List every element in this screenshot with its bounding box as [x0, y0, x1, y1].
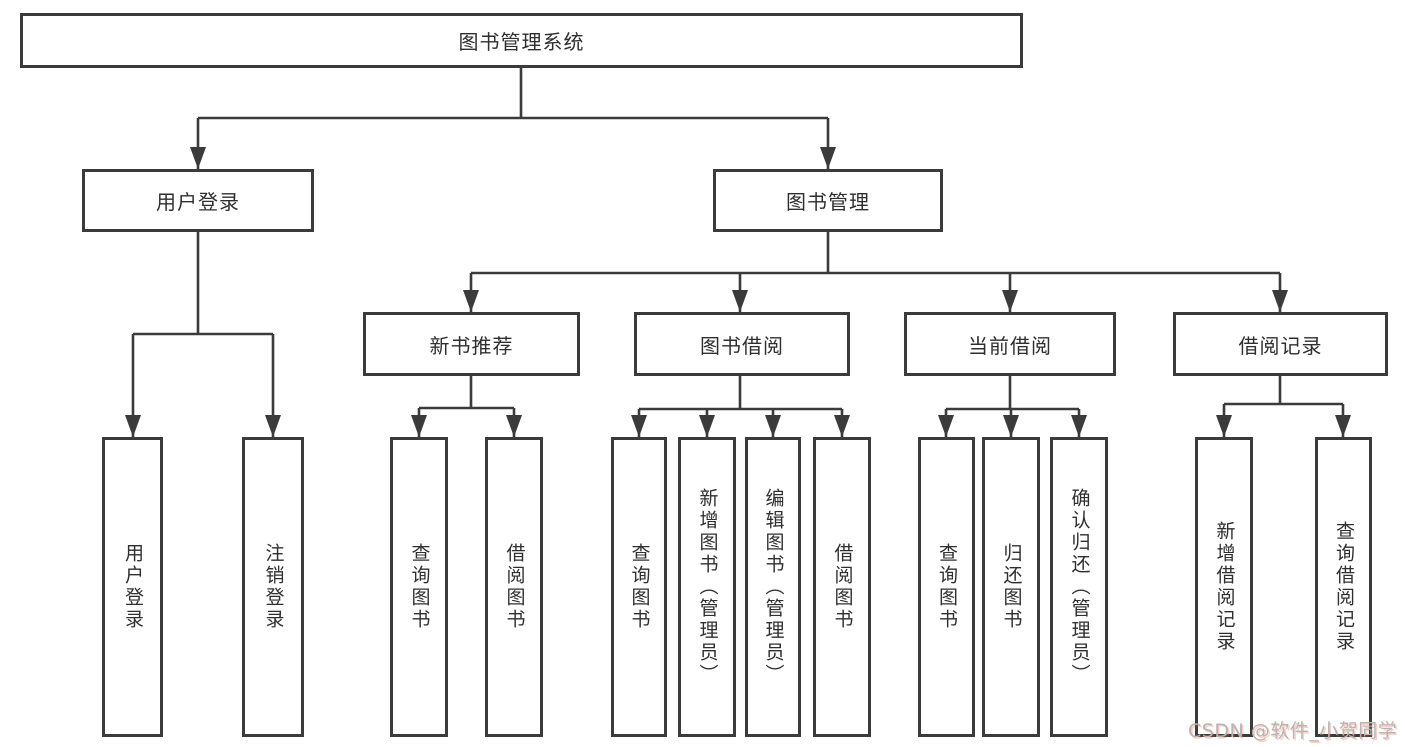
leaf-user-login: 用户登录 [102, 437, 163, 737]
leaf-logout: 注销登录 [242, 437, 304, 737]
node-book-borrowing: 图书借阅 [634, 312, 850, 376]
leaf-borrow-book: 借阅图书 [813, 437, 871, 737]
leaf-add-borrow-record: 新增借阅记录 [1195, 437, 1253, 737]
node-library-management-system: 图书管理系统 [20, 13, 1023, 68]
leaf-query-book-current: 查询图书 [918, 437, 975, 737]
leaf-confirm-return-admin: 确认归还（管理员） [1050, 437, 1108, 737]
leaf-add-book-admin: 新增图书（管理员） [678, 437, 736, 737]
node-user-login: 用户登录 [82, 169, 314, 232]
node-borrowing-records: 借阅记录 [1173, 312, 1388, 376]
node-new-book-recommend: 新书推荐 [363, 312, 580, 376]
leaf-query-book-borrow: 查询图书 [611, 437, 667, 737]
node-current-borrowing: 当前借阅 [904, 312, 1116, 376]
leaf-query-borrow-record: 查询借阅记录 [1315, 437, 1372, 737]
node-book-management: 图书管理 [713, 169, 943, 232]
leaf-return-book: 归还图书 [982, 437, 1040, 737]
leaf-edit-book-admin: 编辑图书（管理员） [745, 437, 801, 737]
leaf-borrow-book-recommend: 借阅图书 [485, 437, 543, 737]
leaf-query-book-recommend: 查询图书 [390, 437, 448, 737]
csdn-watermark: CSDN @软件_小贺同学 [1188, 720, 1398, 742]
